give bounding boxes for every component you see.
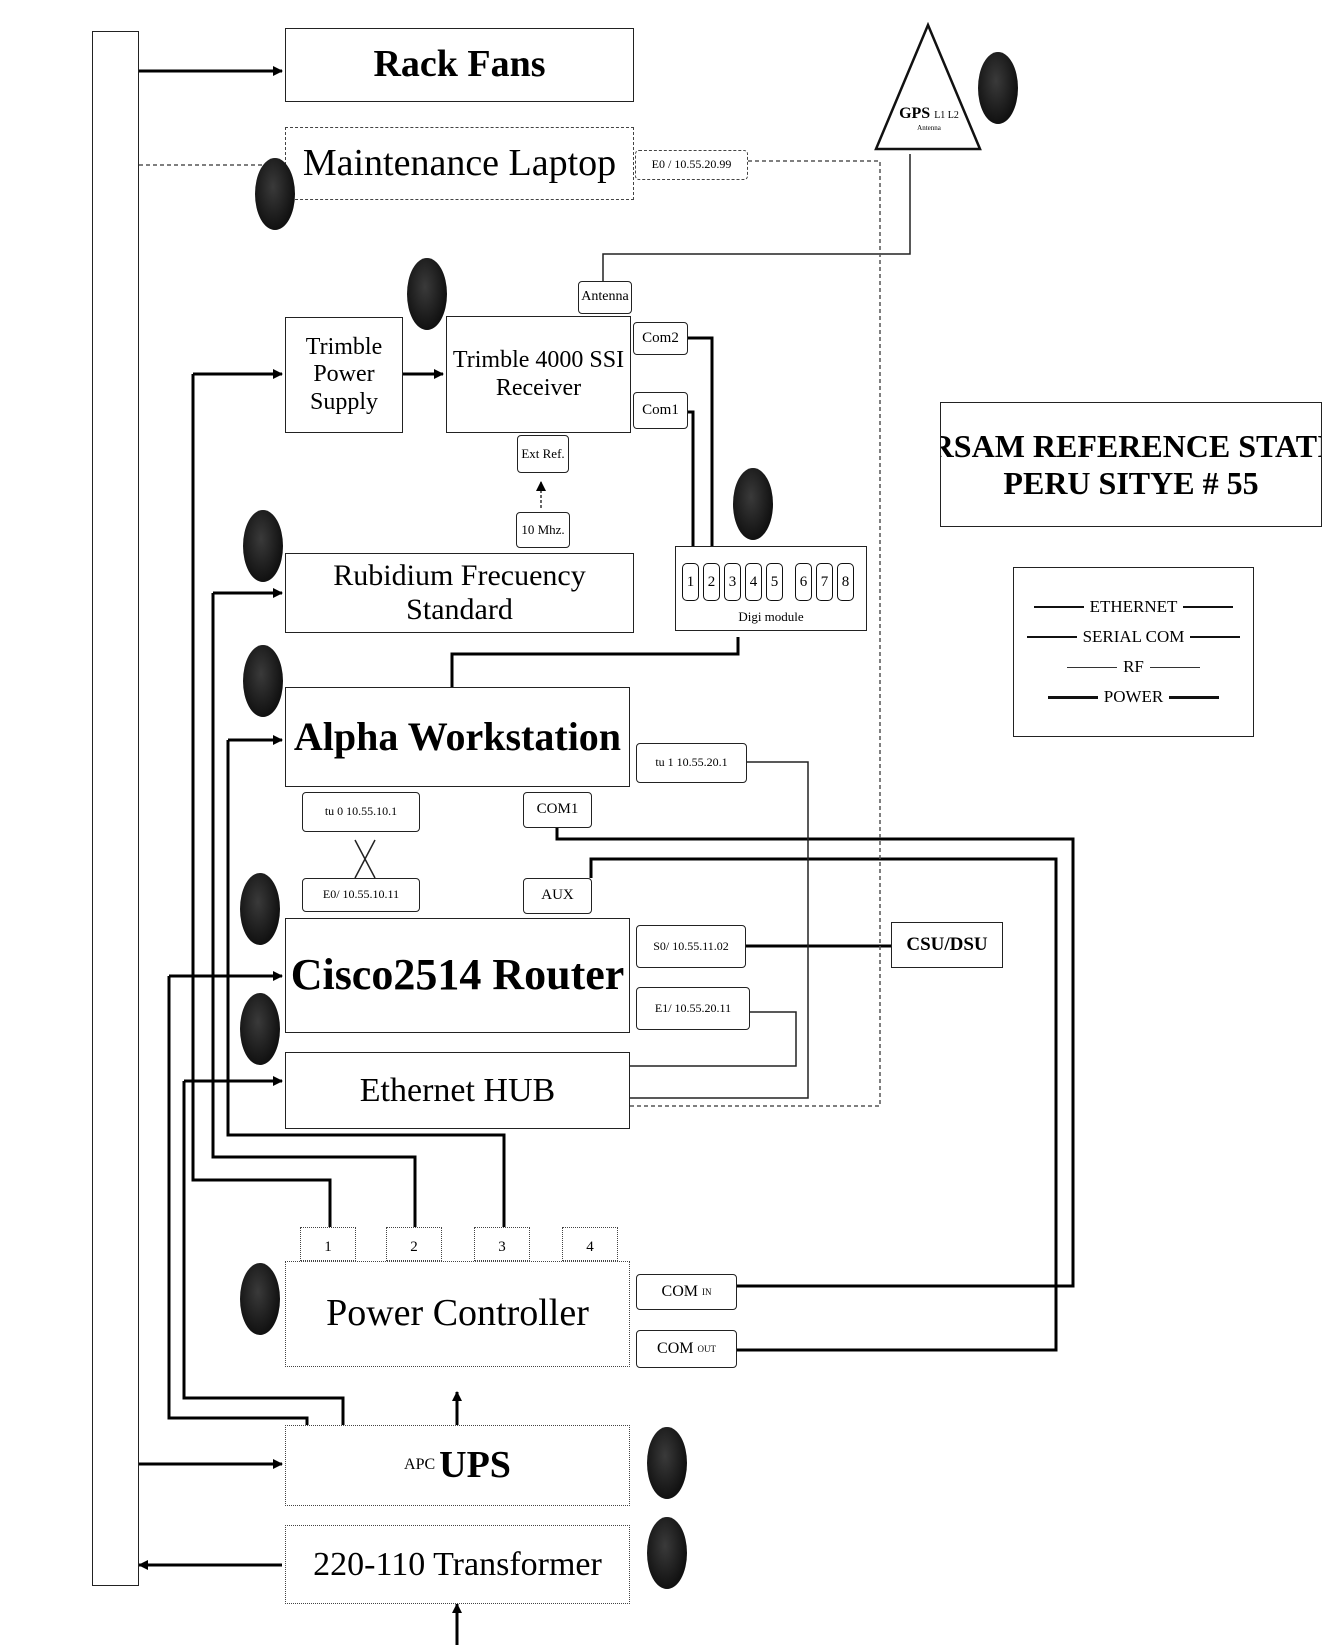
station-title-box: CARSAM REFERENCE STATION PERU SITYE # 55	[940, 402, 1322, 527]
ten-mhz-label: 10 Mhz.	[516, 512, 570, 548]
badge-rubidium	[243, 510, 283, 582]
trimble-power-supply-box: Trimble Power Supply	[285, 317, 403, 433]
digi-port-4: 4	[745, 563, 762, 601]
ethernet-lines	[354, 154, 911, 1099]
pc-outlet-4: 4	[562, 1227, 618, 1261]
tu0-port: tu 0 10.55.10.1	[302, 792, 420, 832]
tu1-port: tu 1 10.55.20.1	[636, 743, 747, 783]
antenna-port: Antenna	[578, 281, 632, 314]
digi-port-6: 6	[795, 563, 812, 601]
pc-outlet-2: 2	[386, 1227, 442, 1261]
legend-ethernet-swatch	[1033, 606, 1084, 608]
digi-port-2: 2	[703, 563, 720, 601]
badge-power-controller	[240, 1263, 280, 1335]
legend-rf-swatch	[1067, 666, 1118, 668]
com2-port: Com2	[633, 322, 688, 355]
router-e0-port: E0/ 10.55.10.11	[302, 878, 420, 912]
pc-outlet-1: 1	[300, 1227, 356, 1261]
trimble-receiver-box: Trimble 4000 SSI Receiver	[446, 316, 631, 433]
legend-power-swatch	[1047, 695, 1098, 699]
badge-laptop	[255, 158, 295, 230]
badge-router	[240, 873, 280, 945]
title-line-1: CARSAM REFERENCE STATION	[941, 427, 1321, 464]
s0-port: S0/ 10.55.11.02	[636, 925, 746, 968]
ethernet-hub-box: Ethernet HUB	[285, 1052, 630, 1129]
gps-label: GPS L1 L2	[899, 105, 959, 122]
rf-lines	[139, 160, 881, 1107]
badge-ups	[647, 1427, 687, 1499]
alpha-workstation-box: Alpha Workstation	[285, 687, 630, 787]
badge-alpha	[243, 645, 283, 717]
power-controller-box: Power Controller	[285, 1261, 630, 1367]
legend-box: ETHERNET SERIAL COM RF POWER	[1013, 567, 1254, 737]
serial-lines	[450, 336, 1075, 1352]
maintenance-laptop-box: Maintenance Laptop	[285, 127, 634, 200]
cisco-router-box: Cisco2514 Router	[285, 918, 630, 1033]
digi-module-label: Digi module	[738, 609, 804, 624]
gps-antenna-sublabel: Antenna	[917, 124, 941, 132]
ext-ref-port: Ext Ref.	[517, 435, 569, 473]
csu-dsu-box: CSU/DSU	[891, 922, 1003, 968]
legend-ethernet: ETHERNET	[1033, 592, 1234, 622]
power-lines	[138, 66, 506, 1645]
title-line-2: PERU SITYE # 55	[1003, 464, 1259, 501]
digi-port-3: 3	[724, 563, 741, 601]
aux-port: AUX	[523, 878, 592, 914]
badge-digi	[733, 468, 773, 540]
com1-port: Com1	[633, 392, 688, 429]
digi-port-1: 1	[682, 563, 699, 601]
digi-port-8: 8	[837, 563, 854, 601]
laptop-e0-port: E0 / 10.55.20.99	[635, 150, 748, 180]
legend-serial: SERIAL COM	[1026, 622, 1241, 652]
digi-port-7: 7	[816, 563, 833, 601]
badge-gps	[978, 52, 1018, 124]
digi-port-5: 5	[766, 563, 783, 601]
com-out-port: COM OUT	[636, 1330, 737, 1368]
pc-outlet-3: 3	[474, 1227, 530, 1261]
gps-antenna-icon	[874, 22, 982, 151]
badge-hub	[240, 993, 280, 1065]
badge-trimble	[407, 258, 447, 330]
power-bus	[92, 31, 139, 1586]
com-in-port: COM IN	[636, 1274, 737, 1310]
rack-fans-box: Rack Fans	[285, 28, 634, 102]
legend-serial-swatch	[1026, 636, 1077, 638]
alpha-com1-port: COM1	[523, 792, 592, 828]
e1-port: E1/ 10.55.20.11	[636, 987, 750, 1030]
apc-ups-box: APC UPS	[285, 1425, 630, 1506]
badge-transformer	[647, 1517, 687, 1589]
rubidium-standard-box: Rubidium Frecuency Standard	[285, 553, 634, 633]
legend-rf: RF	[1067, 652, 1200, 682]
transformer-box: 220-110 Transformer	[285, 1525, 630, 1604]
legend-power: POWER	[1047, 682, 1220, 712]
